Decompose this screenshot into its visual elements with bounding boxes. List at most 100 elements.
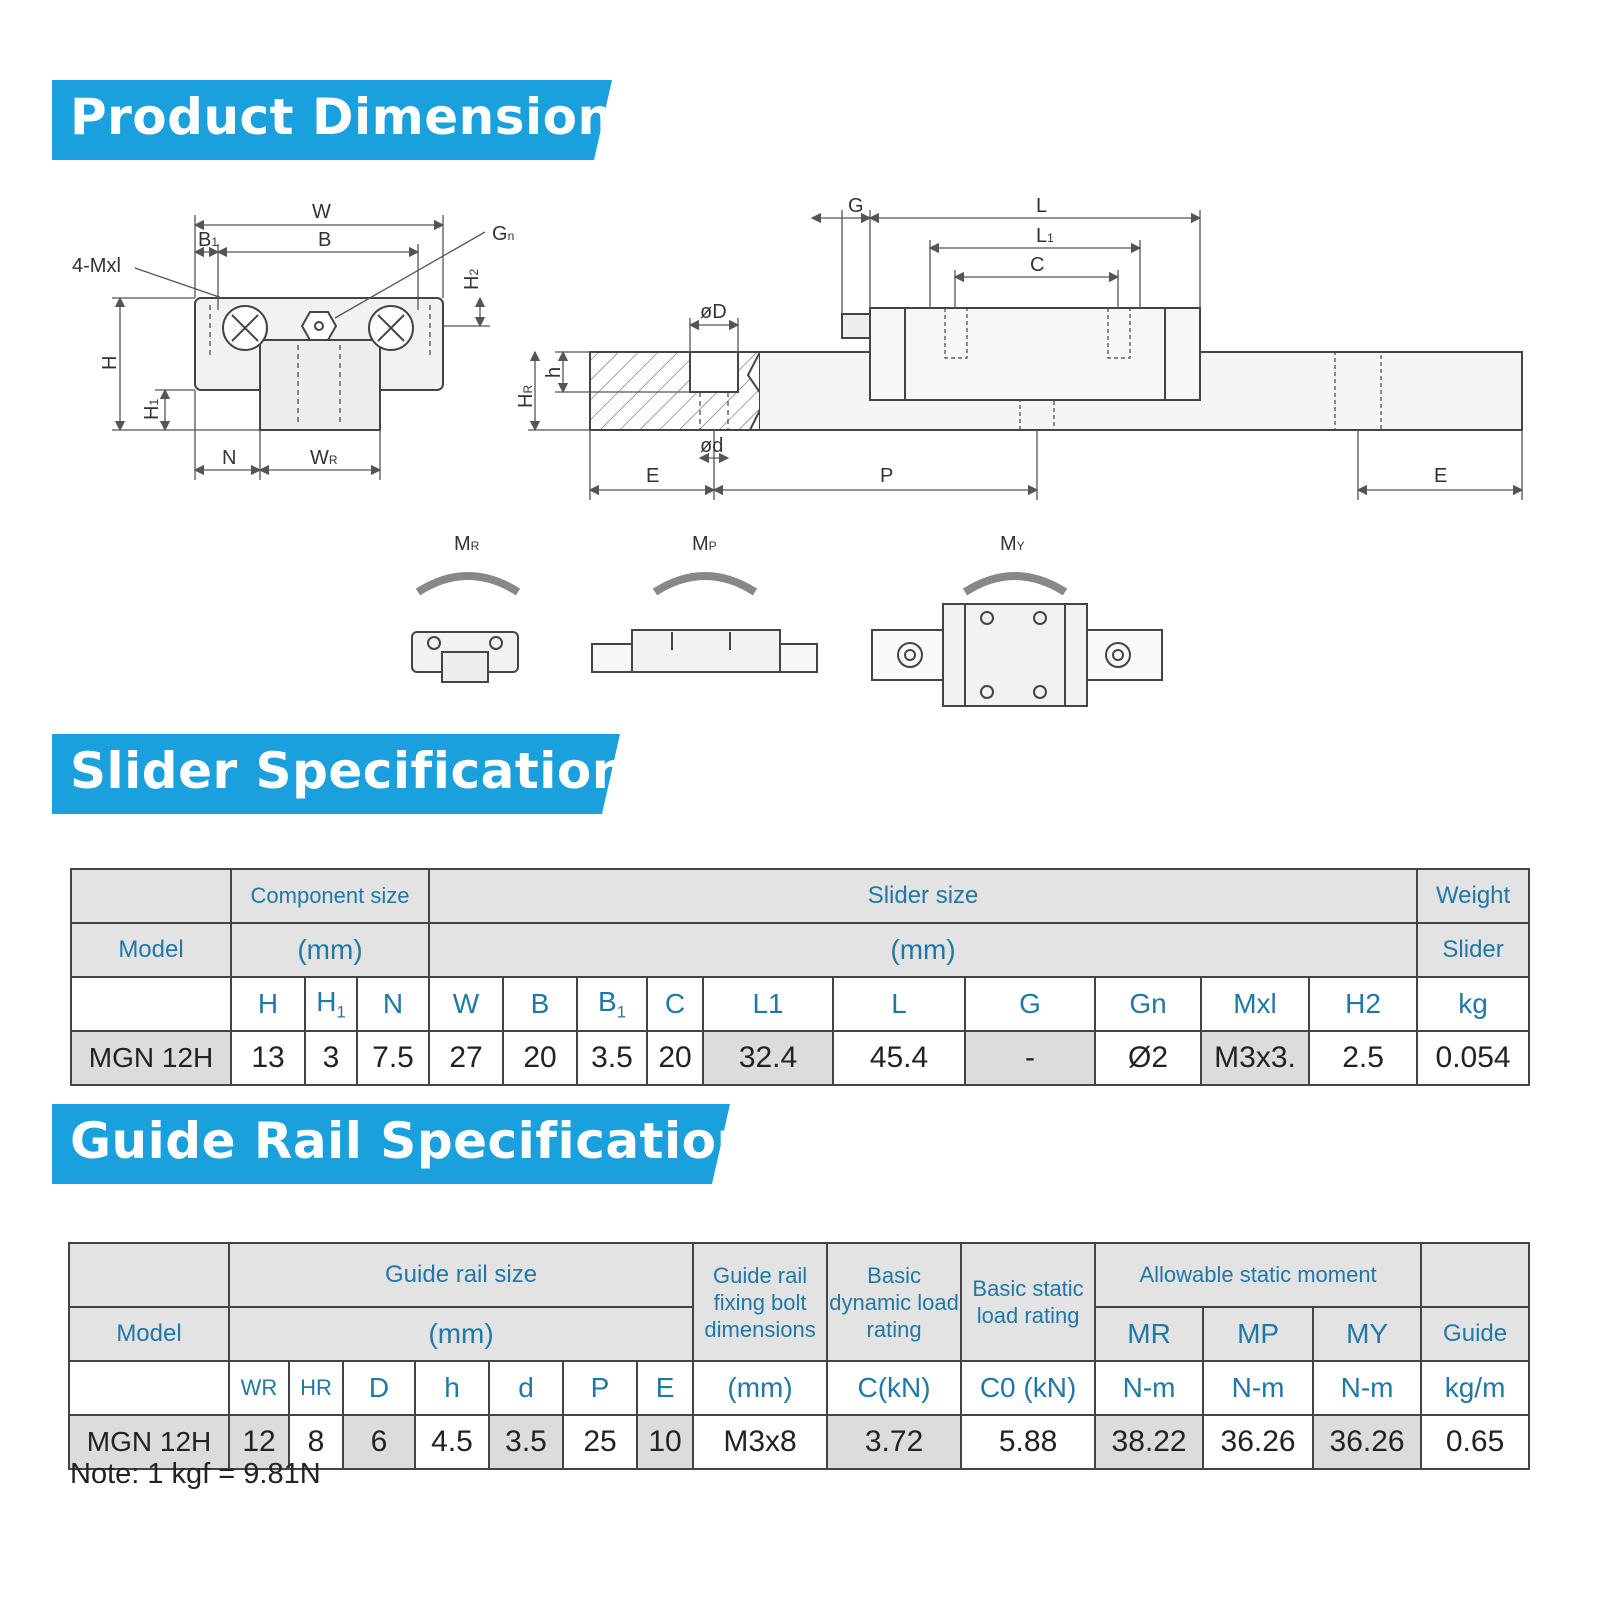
section-title: Product Dimensions — [70, 88, 644, 146]
value-cell: 2.5 — [1308, 1030, 1419, 1086]
guide-header: Guide — [1420, 1306, 1531, 1362]
col-n: N — [355, 976, 431, 1032]
value-cell: 3.5 — [488, 1414, 564, 1470]
guide-rail-specifications-banner: Guide Rail Specifications — [52, 1104, 730, 1184]
moment-my-diagram — [871, 572, 1163, 707]
model-cell: MGN 12H — [68, 1414, 230, 1470]
rail-spec-table: Guide rail size Guide rail fixing bolt d… — [68, 1242, 1531, 1470]
moment-header: Allowable static moment — [1094, 1242, 1423, 1308]
weight-header: Weight — [1416, 868, 1531, 924]
conversion-note: Note: 1 kgf = 9.81N — [70, 1458, 321, 1490]
col-h: H — [230, 976, 306, 1032]
value-cell: 38.22 — [1094, 1414, 1205, 1470]
value-cell: 25 — [562, 1414, 638, 1470]
value-cell: 27 — [428, 1030, 505, 1086]
col-kg: kg — [1416, 976, 1531, 1032]
label-e-right: E — [1434, 465, 1447, 487]
section-title: Guide Rail Specifications — [70, 1112, 783, 1170]
side-view — [589, 307, 1523, 431]
mp-header: MP — [1202, 1306, 1315, 1362]
value-cell: 7.5 — [355, 1030, 431, 1086]
dimension-drawing: W B1 B Gn 4-Mxl H H1 H2 N WR G L L1 C øD… — [72, 195, 1524, 707]
col-my-unit: N-m — [1312, 1360, 1423, 1416]
col-h2: H2 — [1308, 976, 1419, 1032]
value-cell: 6 — [342, 1414, 416, 1470]
col-c-kn: C(kN) — [826, 1360, 963, 1416]
value-cell: 20 — [646, 1030, 705, 1086]
my-header: MY — [1312, 1306, 1423, 1362]
col-kg-m: kg/m — [1420, 1360, 1531, 1416]
label-p: P — [880, 465, 893, 487]
value-cell: 10 — [635, 1414, 695, 1470]
moment-labels: MR MP MY — [454, 533, 1025, 555]
value-cell: 4.5 — [414, 1414, 490, 1470]
col-l: L — [832, 976, 967, 1032]
col-d-small: d — [488, 1360, 564, 1416]
front-view-dimensions — [112, 215, 490, 480]
col-h1: H1 — [304, 976, 358, 1032]
model-header-blank — [68, 1242, 230, 1308]
slider-spec-table: Component size Slider size Weight Model … — [70, 868, 1531, 1086]
label-mxl: 4-Mxl — [72, 255, 121, 277]
col-l1: L1 — [702, 976, 835, 1032]
value-cell: 36.26 — [1312, 1414, 1423, 1470]
dimension-labels: W B1 B Gn 4-Mxl H H1 H2 N WR G L L1 C øD… — [72, 195, 1447, 487]
label-h1: H1 — [141, 399, 163, 420]
value-cell: 3 — [304, 1030, 358, 1086]
col-b: B — [502, 976, 579, 1032]
moment-mp-diagram — [591, 572, 818, 673]
weight-sub-header: Slider — [1416, 922, 1531, 978]
value-cell: 8 — [288, 1414, 344, 1470]
dynamic-rating-header: Basic dynamic load rating — [826, 1242, 963, 1362]
blank-cell — [70, 976, 232, 1032]
slider-size-header: Slider size — [428, 868, 1419, 924]
slider-specifications-banner: Slider Specifications — [52, 734, 620, 814]
col-mp-unit: N-m — [1202, 1360, 1315, 1416]
value-cell: 12 — [228, 1414, 290, 1470]
table-row: MGN 12H 12 8 6 4.5 3.5 25 10 M3x8 3.72 5… — [68, 1414, 1531, 1470]
label-h2: H2 — [461, 269, 483, 290]
value-cell: 0.65 — [1420, 1414, 1531, 1470]
label-b: B — [318, 229, 331, 251]
model-header: Model — [68, 1306, 230, 1362]
model-cell: MGN 12H — [70, 1030, 232, 1086]
value-cell: Ø2 — [1094, 1030, 1203, 1086]
label-d-upper: øD — [700, 301, 727, 323]
col-hr: HR — [288, 1360, 344, 1416]
label-e-left: E — [646, 465, 659, 487]
component-size-header: Component size — [229, 868, 431, 924]
label-d-lower: ød — [700, 435, 723, 457]
value-cell: 45.4 — [832, 1030, 967, 1086]
rail-unit: (mm) — [227, 1306, 695, 1362]
mr-header: MR — [1094, 1306, 1205, 1362]
bolt-header: Guide rail fixing bolt dimensions — [692, 1242, 829, 1362]
col-c: C — [646, 976, 705, 1032]
label-l1: L1 — [1036, 225, 1054, 247]
value-cell: 3.5 — [576, 1030, 649, 1086]
value-cell: 0.054 — [1416, 1030, 1531, 1086]
side-view-dimensions — [528, 210, 1524, 500]
label-mr: MR — [454, 533, 480, 555]
value-cell: M3x3. — [1200, 1030, 1311, 1086]
label-my: MY — [1000, 533, 1025, 555]
blank-cell — [68, 1360, 230, 1416]
value-cell: 3.72 — [826, 1414, 963, 1470]
col-p: P — [562, 1360, 638, 1416]
value-cell: 20 — [502, 1030, 579, 1086]
value-cell: 36.26 — [1202, 1414, 1315, 1470]
col-mr-unit: N-m — [1094, 1360, 1205, 1416]
front-view — [194, 297, 444, 431]
col-c0-kn: C0 (kN) — [960, 1360, 1097, 1416]
label-g: G — [848, 195, 864, 217]
value-cell: M3x8 — [692, 1414, 829, 1470]
label-wr: WR — [310, 447, 338, 469]
model-header-blank — [70, 868, 232, 924]
col-w: W — [428, 976, 505, 1032]
label-h: H — [99, 356, 121, 370]
slider-unit: (mm) — [428, 922, 1419, 978]
col-e: E — [635, 1360, 695, 1416]
static-rating-header: Basic static load rating — [960, 1242, 1097, 1362]
col-d: D — [342, 1360, 416, 1416]
label-l: L — [1036, 195, 1047, 217]
moment-mr-diagram — [411, 572, 521, 683]
